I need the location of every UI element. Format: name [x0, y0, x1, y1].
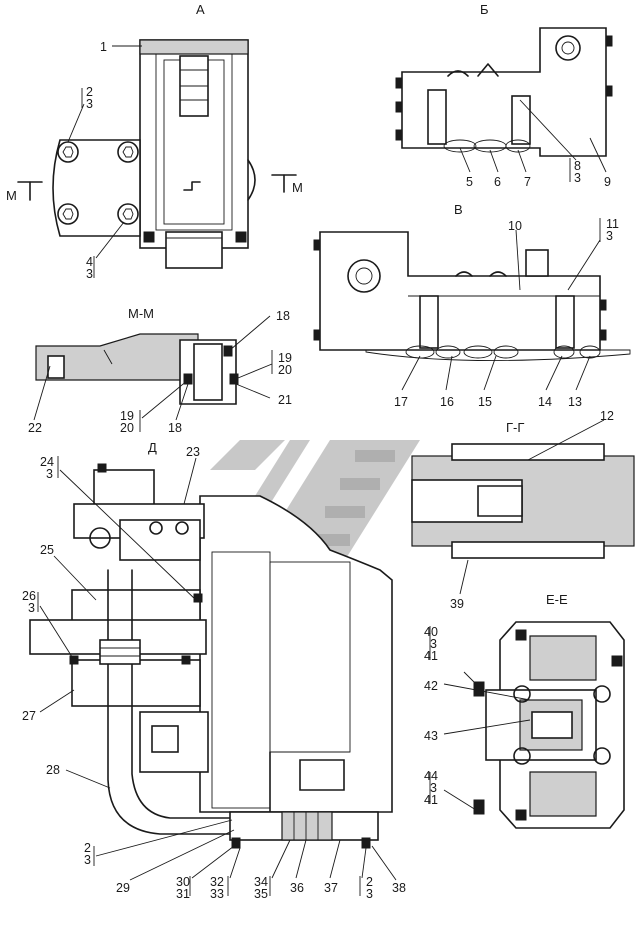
view-v-title: В [454, 202, 463, 217]
view-a-top-cover [139, 39, 249, 55]
callout-6: 6 [494, 175, 501, 189]
callout-18b: 18 [168, 421, 182, 435]
view-v: В 10 11 3 17 16 15 14 13 [313, 202, 631, 409]
callout-39: 39 [450, 597, 464, 611]
callout-label: 30 [176, 875, 190, 889]
callout-label: 32 [210, 875, 224, 889]
view-a-bolt-2 [117, 141, 139, 163]
callout-36: 36 [290, 881, 304, 895]
view-a: А М М [6, 2, 303, 281]
view-a-title: А [196, 2, 205, 17]
callout-label: 26 [22, 589, 36, 603]
view-a-bottom-pipe [165, 231, 223, 269]
view-a-bolt-1 [57, 141, 79, 163]
callout-43: 43 [424, 729, 438, 743]
callout-7: 7 [524, 175, 531, 189]
callout-label: 3 [28, 601, 35, 615]
callout-label: 24 [40, 455, 54, 469]
callout-label: 3 [46, 467, 53, 481]
callout-label: 41 [424, 649, 438, 663]
callout-label: 3 [430, 781, 437, 795]
callout-label: 3 [430, 637, 437, 651]
callout-38: 38 [392, 881, 406, 895]
section-gg-title: Г-Г [506, 420, 524, 435]
section-gg-sleeve-bottom [451, 541, 605, 559]
callout-label: 4 [86, 255, 93, 269]
callout-label: 11 [606, 217, 619, 231]
section-gg-sleeve-top [451, 443, 605, 461]
callout-28: 28 [46, 763, 60, 777]
callout-9: 9 [604, 175, 611, 189]
callout-label: 3 [86, 267, 93, 281]
callout-label: 41 [424, 793, 438, 807]
view-d-housing [199, 495, 393, 813]
callout-label: 31 [176, 887, 190, 901]
callout-14: 14 [538, 395, 552, 409]
callout-label: 3 [86, 97, 93, 111]
view-v-body [319, 231, 601, 351]
callout-label: 44 [424, 769, 438, 783]
view-a-bolt-3 [57, 203, 79, 225]
callout-15: 15 [478, 395, 492, 409]
section-ee: Е-Е 40 3 41 42 43 44 3 41 [424, 592, 625, 829]
callout-label: 3 [606, 229, 613, 243]
section-mm: М-М 18 19 20 21 22 19 20 18 [28, 306, 292, 435]
callout-label: 20 [278, 363, 292, 377]
callout-label: 3 [366, 887, 373, 901]
view-b-body [401, 27, 607, 157]
callout-label: 33 [210, 887, 224, 901]
callout-label: 20 [120, 421, 134, 435]
callout-label: 34 [254, 875, 268, 889]
view-d-hose [107, 569, 231, 835]
section-mm-bushing [193, 343, 223, 401]
callout-label: 2 [86, 85, 93, 99]
section-ee-title: Е-Е [546, 592, 568, 607]
callout-label: 2 [366, 875, 373, 889]
callout-label: 3 [84, 853, 91, 867]
section-gg: Г-Г 12 39 [411, 409, 635, 611]
callout-label: 19 [278, 351, 292, 365]
section-label-left: М [6, 188, 17, 203]
callout-label: 35 [254, 887, 268, 901]
callout-label: 3 [574, 171, 581, 185]
callout-27: 27 [22, 709, 36, 723]
callout-label: 40 [424, 625, 438, 639]
view-b: Б 5 6 7 8 3 9 [395, 2, 613, 189]
callout-label: 19 [120, 409, 134, 423]
callout-16: 16 [440, 395, 454, 409]
callout-25: 25 [40, 543, 54, 557]
callout-10: 10 [508, 219, 522, 233]
callout-21: 21 [278, 393, 292, 407]
callout-42: 42 [424, 679, 438, 693]
callout-23: 23 [186, 445, 200, 459]
callout-13: 13 [568, 395, 582, 409]
section-label-right: М [292, 180, 303, 195]
callout-29: 29 [116, 881, 130, 895]
view-d: Д [22, 440, 406, 901]
callout-37: 37 [324, 881, 338, 895]
callout-label: 2 [84, 841, 91, 855]
view-d-title: Д [148, 440, 157, 455]
callout-22: 22 [28, 421, 42, 435]
view-b-title: Б [480, 2, 489, 17]
section-mm-title: М-М [128, 306, 154, 321]
callout-12: 12 [600, 409, 614, 423]
callout-5: 5 [466, 175, 473, 189]
callout-18a: 18 [276, 309, 290, 323]
callout-1: 1 [100, 40, 107, 54]
callout-label: 8 [574, 159, 581, 173]
view-a-bolt-4 [117, 203, 139, 225]
callout-17: 17 [394, 395, 408, 409]
